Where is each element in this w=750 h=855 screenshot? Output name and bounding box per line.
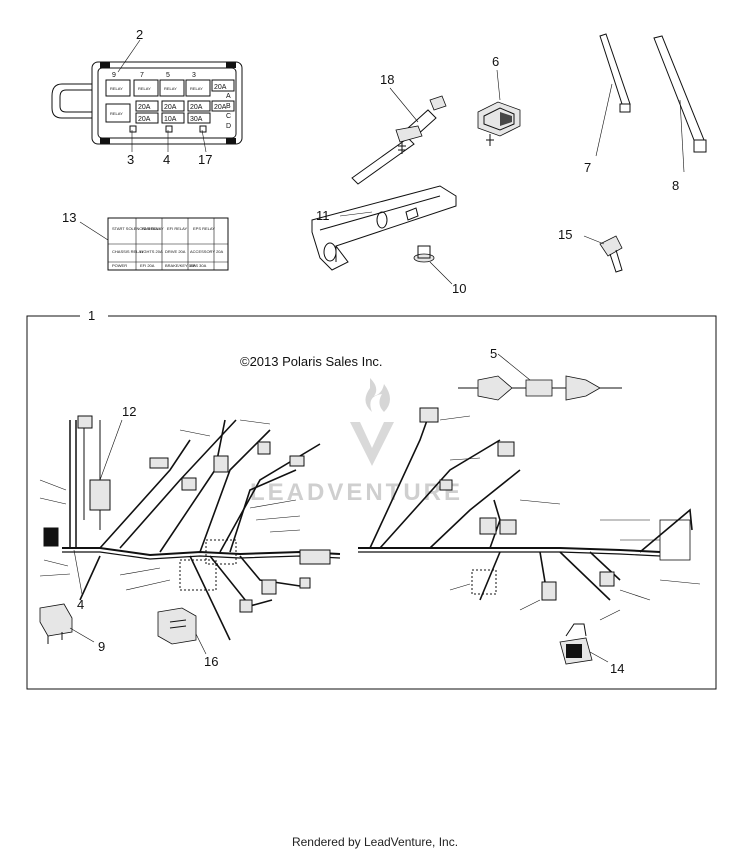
fuse-box-number: 7: [140, 72, 144, 79]
callout-10: 10: [452, 281, 466, 296]
wire-clip: [477, 69, 521, 146]
callout-14: 14: [610, 661, 624, 676]
fuse-decal: START SOLENOID RELAY FAN RELAY EFI RELAY…: [79, 217, 229, 271]
callout-6: 6: [492, 54, 499, 69]
connector-part: [157, 607, 207, 655]
fuse-rating: 20A: [214, 84, 227, 91]
fuse-box-letter: A: [226, 93, 231, 100]
relay-label: RELAY: [190, 86, 203, 91]
decal-cell: ACCESSORY 20A: [190, 249, 224, 254]
callout-2: 2: [136, 27, 143, 42]
fuse-box-letter: C: [226, 113, 231, 120]
decal-cell: CHASSIS RELAY: [112, 249, 144, 254]
fuse-box-number: 3: [192, 72, 196, 79]
footer-credit: Rendered by LeadVenture, Inc.: [291, 835, 459, 849]
decal-cell: START SOLENOID RELAY: [112, 226, 161, 231]
relay-label: RELAY: [164, 86, 177, 91]
leadventure-watermark: LEADVENTURE: [250, 378, 463, 506]
callout-11: 11: [316, 208, 330, 223]
decal-cell: LIGHTS 20A: [140, 249, 163, 254]
callout-15: 15: [558, 227, 572, 242]
fuse-rating: 20A: [214, 104, 227, 111]
callout-13: 13: [62, 210, 76, 225]
decal-cell: FAN RELAY: [142, 226, 164, 231]
fuse-box-number: 5: [166, 72, 170, 79]
fuse-rating: 20A: [190, 104, 203, 111]
decal-cell: BRAKE/KEY 10A: [165, 263, 196, 268]
callout-9: 9: [98, 639, 105, 654]
callout-7: 7: [584, 160, 591, 175]
relay-part: [39, 603, 95, 644]
module-part: [559, 623, 609, 665]
fuse-rating: 20A: [138, 116, 151, 123]
watermark-text: LEADVENTURE: [250, 479, 463, 506]
callout-8: 8: [672, 178, 679, 193]
fuse-rating: 10A: [164, 116, 177, 123]
cable-tie-push-pin: [351, 87, 447, 185]
fuse-box: 9 7 5 3 RELAY RELAY RELAY RELAY RELAY 20…: [51, 39, 243, 153]
decal-cell: EFI 20A: [140, 263, 155, 268]
bolt: [583, 235, 623, 273]
relay-label: RELAY: [138, 86, 151, 91]
callout-17: 17: [198, 152, 212, 167]
strap-7: [595, 33, 631, 157]
bracket: [311, 185, 457, 271]
callout-5: 5: [490, 346, 497, 361]
callout-4: 4: [163, 152, 170, 167]
fuse-rating: 20A: [138, 104, 151, 111]
fuse-box-number: 9: [112, 72, 116, 79]
sub-harness: [458, 353, 622, 401]
strap-8: [653, 35, 707, 173]
decal-cell: EPS RELAY: [193, 226, 215, 231]
relay-label: RELAY: [110, 111, 123, 116]
callout-1: 1: [88, 308, 95, 323]
callout-12: 12: [122, 404, 136, 419]
fuse-box-letter: D: [226, 123, 231, 130]
relay-label: RELAY: [110, 86, 123, 91]
harness-frame: [26, 314, 717, 690]
fuse-rating: 30A: [190, 116, 203, 123]
callout-16: 16: [204, 654, 218, 669]
decal-cell: EPS 30A: [190, 263, 207, 268]
decal-cell: DRIVE 20A: [165, 249, 186, 254]
callout-4: 4: [77, 597, 84, 612]
decal-cell: EFI RELAY: [167, 226, 187, 231]
callout-3: 3: [127, 152, 134, 167]
fuse-box-letter: B: [226, 103, 231, 110]
fuse-rating: 20A: [164, 104, 177, 111]
copyright-notice: ©2013 Polaris Sales Inc.: [240, 354, 383, 369]
rivet: [413, 245, 453, 285]
decal-cell: POWER: [112, 263, 127, 268]
main-harness-right: [358, 407, 701, 621]
callout-18: 18: [380, 72, 394, 87]
main-harness-left: [39, 415, 341, 641]
